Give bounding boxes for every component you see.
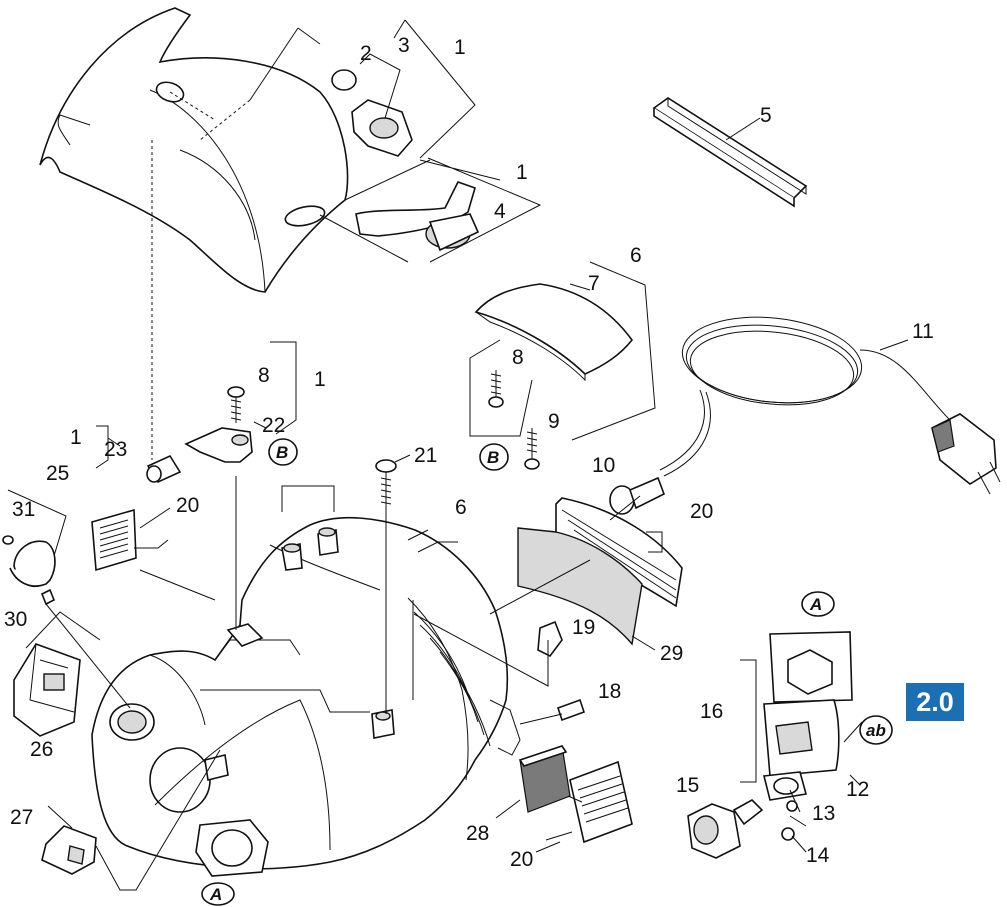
callout-2: 2: [360, 42, 372, 65]
callout-6-body: 6: [455, 496, 467, 519]
lid-part: [474, 283, 634, 382]
callout-1-top: 1: [454, 36, 466, 59]
callout-15: 15: [676, 774, 699, 797]
socket-insert: [687, 799, 764, 859]
callout-26: 26: [30, 738, 53, 761]
filter-left: [91, 508, 137, 572]
callout-18: 18: [598, 680, 621, 703]
power-cord: [659, 316, 951, 477]
top-cover: [39, 7, 349, 293]
marker-a-right-text: A: [809, 595, 822, 614]
callout-8-left: 8: [258, 364, 270, 387]
screw-21: [375, 459, 397, 506]
marker-ab-text: ab: [866, 721, 886, 740]
housing-body: [91, 516, 521, 877]
callout-13: 13: [812, 802, 835, 825]
marker-b-lower-text: B: [487, 448, 499, 467]
filter-mat: [517, 527, 643, 646]
callout-11: 11: [912, 320, 934, 343]
screw-8-lower: [488, 370, 504, 408]
callout-20-right: 20: [690, 500, 713, 523]
callout-23: 23: [104, 438, 127, 461]
callout-30: 30: [4, 608, 27, 631]
callout-12: 12: [846, 778, 869, 801]
socket-housing: [763, 699, 840, 777]
power-plug: [931, 413, 1001, 495]
cap-part: [331, 69, 357, 91]
callout-14: 14: [806, 844, 830, 867]
callout-7: 7: [588, 272, 600, 295]
lamp-part: [351, 99, 413, 157]
callout-1-handle: 1: [516, 161, 528, 184]
marker-ab: ab: [859, 715, 893, 745]
callout-21: 21: [414, 444, 437, 467]
callout-19: 19: [572, 616, 595, 639]
callout-29: 29: [660, 642, 683, 665]
callout-4: 4: [494, 200, 506, 223]
socket-ring: [763, 771, 808, 801]
callout-3: 3: [398, 34, 410, 57]
callout-25: 25: [46, 462, 69, 485]
handle-part: [355, 181, 480, 252]
callout-1-left: 1: [70, 426, 82, 449]
screw-9: [524, 428, 540, 470]
callout-31: 31: [12, 498, 35, 521]
rotary-knob: [9, 540, 56, 588]
nozzle-part: [146, 454, 182, 484]
cable-grommet: [609, 476, 666, 515]
clip-part: [537, 620, 563, 658]
callout-9: 9: [548, 410, 560, 433]
filter-box: [518, 745, 571, 813]
callout-22: 22: [262, 414, 285, 437]
screw-18: [519, 698, 586, 725]
screw-13: [786, 789, 801, 813]
callout-5: 5: [760, 104, 772, 127]
version-badge: 2.0: [906, 683, 964, 721]
gasket-plate: [769, 631, 853, 703]
callout-28: 28: [466, 822, 489, 845]
marker-a-right: A: [801, 591, 835, 617]
switch-27: [41, 825, 97, 875]
callout-10: 10: [592, 454, 615, 477]
callout-27: 27: [10, 806, 33, 829]
callout-16: 16: [700, 700, 723, 723]
callout-1-mid: 1: [314, 368, 326, 391]
callout-6-lid: 6: [630, 244, 642, 267]
callout-20-left: 20: [176, 494, 199, 517]
screw-8-upper: [227, 386, 245, 423]
washer-14: [781, 827, 795, 841]
marker-b-upper-text: B: [276, 443, 288, 462]
connector-part: [184, 427, 253, 463]
marker-b-lower: B: [479, 443, 509, 471]
callout-20-bottom: 20: [510, 848, 533, 871]
marker-a-bottom-text: A: [209, 885, 222, 904]
switch-assembly: [13, 643, 81, 737]
callout-8-right: 8: [512, 346, 524, 369]
marker-b-upper: B: [268, 438, 298, 466]
rail-part: [652, 97, 808, 208]
filter-lower: [569, 760, 633, 844]
marker-a-bottom: A: [201, 882, 235, 906]
